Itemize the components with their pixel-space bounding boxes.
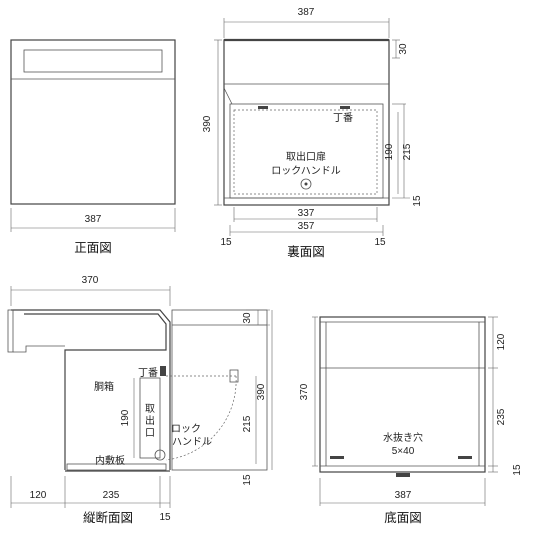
back-lock-handle-center	[304, 182, 308, 186]
sec-lock-label-1: ロック	[171, 423, 201, 435]
back-side-right-label: 15	[374, 237, 386, 248]
back-hinge-right	[340, 106, 350, 109]
back-door-height-label: 190	[384, 143, 395, 160]
back-view: 387 丁番 取出口扉 ロックハンドル 390 30 190 21	[202, 7, 423, 259]
sec-height-label: 390	[256, 383, 267, 400]
back-bottom-gap-label: 15	[412, 195, 423, 207]
back-caption: 裏面図	[287, 244, 325, 259]
bottom-drain-hole-right	[458, 456, 472, 459]
back-door-label-2: ロックハンドル	[271, 165, 341, 177]
sec-bottom-extra-label: 15	[159, 512, 171, 523]
front-mail-slot	[23, 49, 163, 73]
front-body-outline	[10, 39, 176, 205]
bottom-view: 水抜き穴 5×40 370 120 235 15 387 底面図	[299, 316, 523, 525]
back-door-dashed	[233, 109, 378, 195]
sec-bottom-gap-label: 15	[242, 474, 253, 486]
sec-front-lip	[7, 309, 14, 353]
back-top-band-label: 30	[398, 43, 409, 55]
sec-body-label: 胴箱	[94, 380, 114, 393]
sec-swing-arc	[165, 375, 237, 461]
bottom-drain-hole-front	[396, 473, 410, 477]
sec-bottom-left-label: 120	[30, 490, 47, 501]
sec-hinge-label: 丁番	[138, 367, 158, 379]
back-door-label-1: 取出口扉	[286, 150, 326, 163]
section-view: 370 胴箱 丁番 取 出 口 ロック ハンドル 内敷板 190	[7, 275, 273, 525]
sec-top-outer	[11, 309, 171, 470]
bottom-width-label: 387	[395, 490, 412, 501]
back-inner-width-label: 337	[298, 208, 315, 219]
sec-bottom-mid-label: 235	[103, 490, 120, 501]
sec-frame-height-label: 215	[242, 415, 253, 432]
sec-hinge-block	[160, 366, 166, 376]
back-lock-handle-icon	[300, 178, 312, 190]
back-hinge-label: 丁番	[333, 112, 353, 124]
section-caption: 縦断面図	[83, 510, 133, 525]
sec-front-lower	[13, 345, 65, 353]
sec-bottom-board-label: 内敷板	[95, 454, 125, 467]
front-view: 387 正面図	[10, 39, 176, 255]
front-width-label: 387	[85, 214, 102, 225]
back-top-width-label: 387	[298, 7, 315, 18]
sec-door-label-2: 出	[145, 414, 155, 427]
back-height-label: 390	[202, 115, 213, 132]
sec-top-band-label: 30	[242, 312, 253, 324]
bottom-right-top-label: 120	[496, 333, 507, 350]
sec-door-label-1: 取	[145, 403, 155, 415]
bottom-body-outline	[319, 316, 486, 473]
sec-open-door-handle	[229, 369, 239, 383]
back-recess-left	[223, 87, 233, 105]
sec-lock-label-2: ハンドル	[172, 437, 212, 448]
back-frame-height-label: 215	[402, 143, 413, 160]
bottom-right-mid-label: 235	[496, 408, 507, 425]
sec-door	[139, 377, 161, 459]
back-body-outline	[223, 39, 390, 206]
bottom-right-bottom-label: 15	[512, 464, 523, 476]
sec-bottom-board	[66, 463, 167, 471]
bottom-drain-label-2: 5×40	[392, 446, 415, 457]
sec-door-height-label: 190	[120, 409, 131, 426]
bottom-caption: 底面図	[384, 510, 422, 525]
back-side-left-label: 15	[220, 237, 232, 248]
bottom-drain-label-1: 水抜き穴	[383, 431, 423, 444]
bottom-left-height-label: 370	[299, 383, 310, 400]
bottom-drain-hole-left	[330, 456, 344, 459]
sec-door-label-3: 口	[145, 428, 155, 439]
sec-top-width-label: 370	[82, 275, 99, 286]
back-hinge-left	[258, 106, 268, 109]
front-caption: 正面図	[74, 240, 112, 255]
sec-top-inner	[24, 313, 167, 470]
back-outer-inner-width-label: 357	[298, 221, 315, 232]
sec-back-box	[171, 309, 268, 471]
sec-lock-handle-icon	[154, 449, 166, 461]
